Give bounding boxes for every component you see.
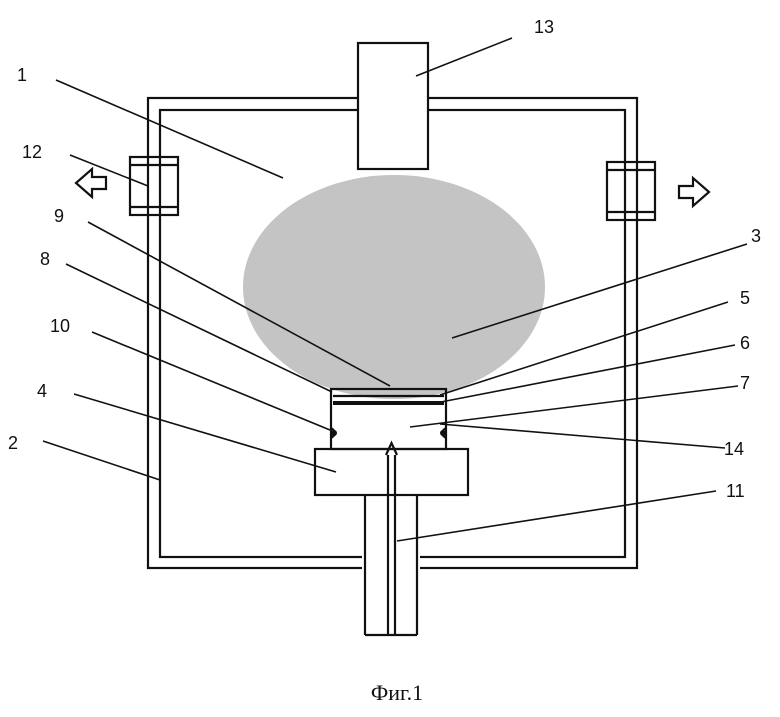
- outflow-arrow-left-icon: [76, 169, 106, 197]
- label-1: 1: [17, 65, 27, 85]
- label-2: 2: [8, 433, 18, 453]
- label-14: 14: [724, 439, 744, 459]
- label-6: 6: [740, 333, 750, 353]
- label-4: 4: [37, 381, 47, 401]
- outflow-arrow-right-icon: [679, 178, 709, 206]
- label-11: 11: [726, 481, 745, 501]
- right-valve: [607, 162, 655, 220]
- label-9: 9: [54, 206, 64, 226]
- label-7: 7: [740, 373, 750, 393]
- label-10: 10: [50, 316, 70, 336]
- label-5: 5: [740, 288, 750, 308]
- label-12: 12: [22, 142, 42, 162]
- holder-base: [315, 449, 468, 495]
- left-valve: [130, 157, 178, 215]
- label-8: 8: [40, 249, 50, 269]
- label-3: 3: [751, 226, 761, 246]
- plasma-cloud: [243, 175, 545, 399]
- figure-caption: Фиг.1: [371, 680, 423, 705]
- label-13: 13: [534, 17, 554, 37]
